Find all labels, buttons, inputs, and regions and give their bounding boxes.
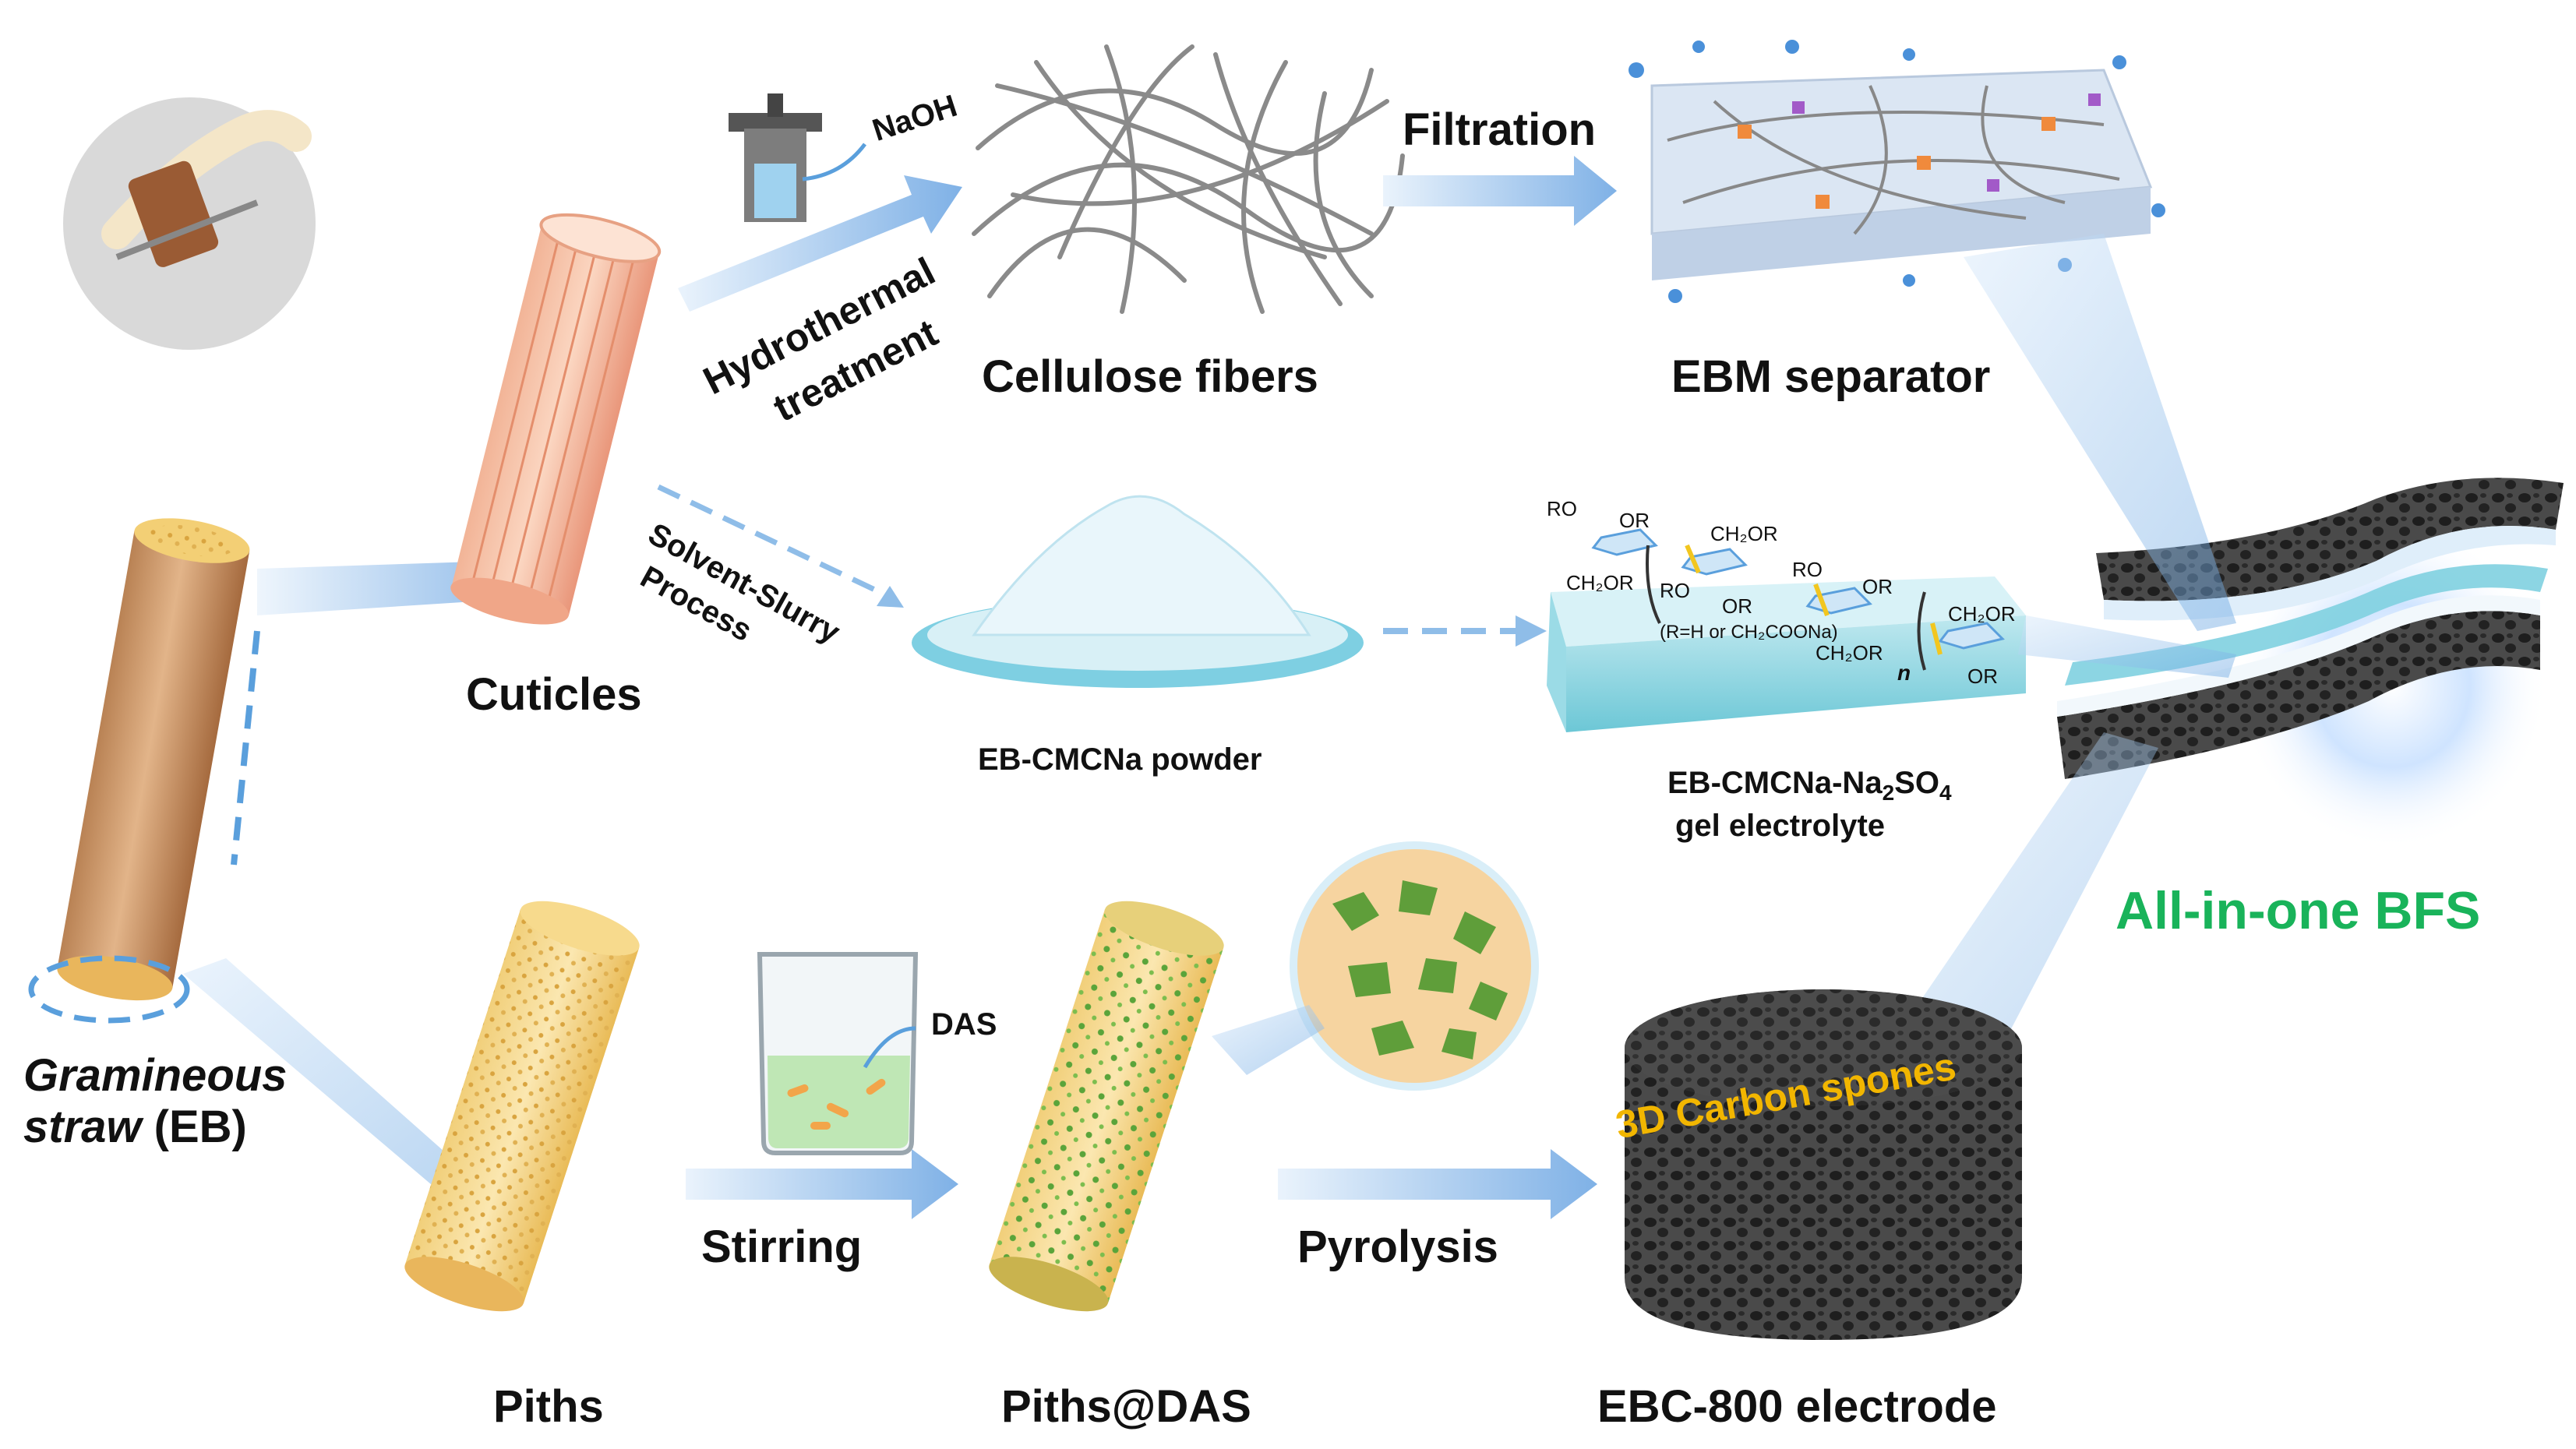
straw-label-suffix: (EB) [142, 1102, 247, 1152]
powder-label: EB-CMCNa powder [978, 744, 1262, 775]
chem-n-subscript: n [1897, 662, 1911, 684]
chem-or-mid: OR [1722, 596, 1752, 616]
das-label: DAS [931, 1009, 997, 1040]
chem-ro-top: RO [1547, 499, 1577, 519]
autoclave-icon [729, 93, 822, 222]
naoh-pointer-arrow [803, 144, 865, 179]
chem-or-mid2: OR [1862, 576, 1893, 597]
piths-das-zoom-inset [1293, 845, 1535, 1087]
straw-label-italic2: straw [23, 1102, 142, 1152]
gel-electrolyte-label-line1: EB-CMCNa-Na2SO4 [1667, 767, 1952, 804]
chem-ch2or-c: CH₂OR [1816, 643, 1883, 663]
chem-ch2or-d: CH₂OR [1948, 604, 2016, 624]
arrow-pyrolysis [1278, 1149, 1597, 1219]
all-in-one-bfs-label: All-in-one BFS [2115, 884, 2480, 937]
ebm-separator-label: EBM separator [1671, 354, 1990, 400]
piths-cylinder [399, 890, 646, 1322]
straw-label-line2: straw (EB) [23, 1105, 247, 1150]
chem-r-note: (R=H or CH₂COONa) [1660, 623, 1838, 642]
gel-formula-sub2: 4 [1939, 781, 1952, 805]
electrode-label: EBC-800 electrode [1597, 1384, 1997, 1430]
beam-pith-to-zoom [1212, 1005, 1325, 1075]
filtration-label: Filtration [1403, 108, 1596, 153]
arrow-filtration [1383, 156, 1617, 226]
arrow-solvent-slurry-head [877, 586, 904, 608]
piths-das-cylinder [983, 890, 1230, 1322]
straw-dashed-marker [234, 631, 257, 865]
chem-ro-mid2: RO [1792, 559, 1823, 580]
gel-formula-part1: EB-CMCNa-Na [1667, 766, 1883, 800]
gel-electrolyte-label-line2: gel electrolyte [1675, 810, 1885, 841]
pyrolysis-label: Pyrolysis [1297, 1225, 1498, 1270]
stirring-label: Stirring [701, 1225, 862, 1270]
chem-or-top: OR [1619, 510, 1650, 531]
beaker-icon [760, 954, 916, 1153]
piths-das-label: Piths@DAS [1001, 1384, 1251, 1430]
chem-ch2or-b: CH₂OR [1566, 573, 1634, 593]
chem-ch2or-a: CH₂OR [1710, 524, 1778, 544]
straw-photo-inset [63, 97, 316, 350]
cellulose-fibers-cluster [974, 47, 1403, 312]
gel-formula-sub1: 2 [1883, 781, 1895, 805]
cellulose-fibers-label: Cellulose fibers [982, 354, 1318, 400]
gel-formula-part2: SO [1894, 766, 1939, 800]
carbon-sponge-electrode [1625, 989, 2022, 1340]
cuticles-label: Cuticles [466, 672, 642, 717]
chem-or-end: OR [1967, 666, 1998, 686]
arrow-stirring [686, 1149, 958, 1219]
straw-label-italic1: Gramineous [23, 1050, 287, 1101]
arrow-powder-to-gel-head [1516, 615, 1547, 647]
chem-ro-mid: RO [1660, 580, 1690, 601]
powder-plate [912, 496, 1364, 688]
piths-label: Piths [493, 1384, 604, 1430]
cuticles-cylinder [446, 206, 664, 634]
straw-cylinder [54, 510, 253, 1008]
straw-label-line1: Gramineous [23, 1053, 287, 1098]
